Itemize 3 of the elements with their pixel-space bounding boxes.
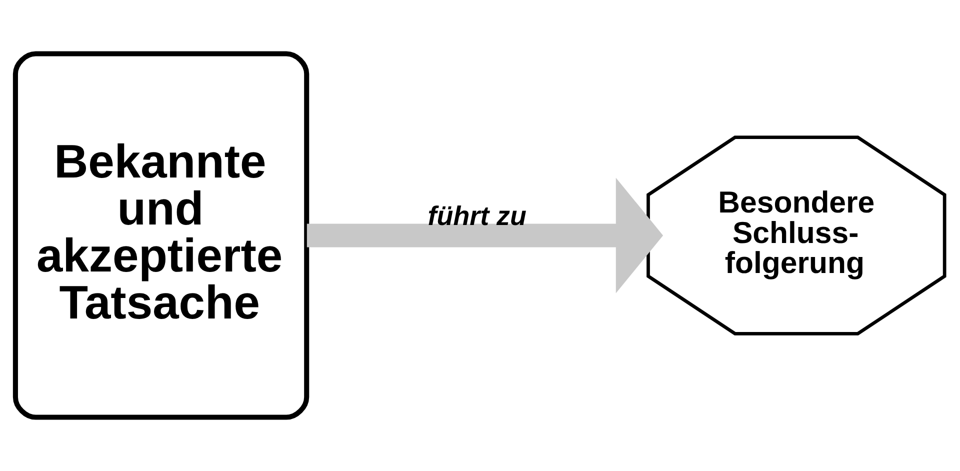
node-box: Bekannte und akzeptierte Tatsache	[12, 51, 310, 420]
edge-label: führt zu	[428, 201, 526, 232]
arrow	[306, 178, 664, 294]
